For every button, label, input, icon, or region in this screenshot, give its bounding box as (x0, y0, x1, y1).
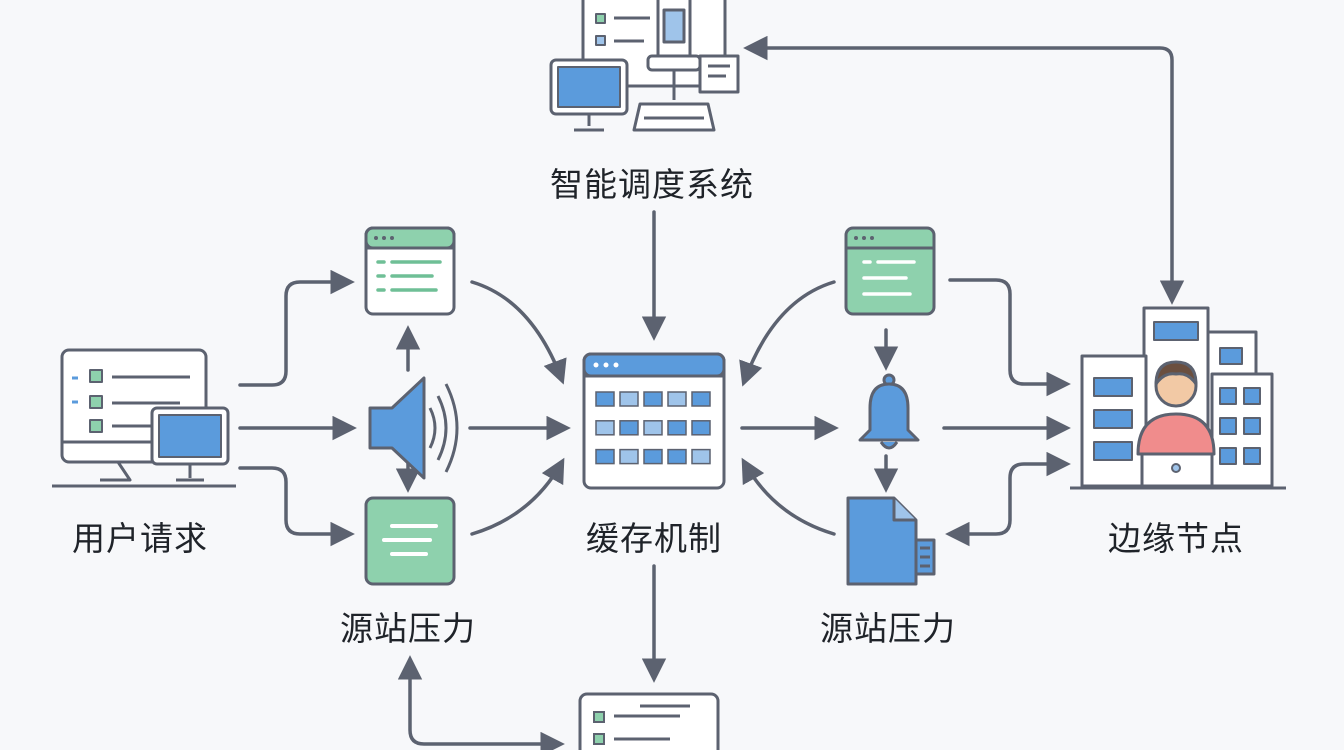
list-document-icon (578, 692, 720, 750)
arrow-top-cache (470, 280, 567, 385)
cache-grid-icon (582, 352, 726, 490)
document-icon (844, 226, 936, 316)
cache-cell (691, 391, 711, 407)
arrow-file-cache (741, 457, 836, 536)
label-origin-left: 源站压力 (340, 609, 476, 648)
arrow-user-top (238, 269, 355, 387)
bell-icon (858, 373, 920, 450)
edge-building-icon (1070, 306, 1286, 490)
cache-cell (619, 391, 639, 407)
cache-cell (595, 391, 615, 407)
cache-cell (619, 448, 639, 465)
cache-cell (691, 420, 711, 436)
arrow-edge-file (945, 451, 1071, 547)
cache-cell (643, 448, 663, 465)
cache-cell (595, 448, 615, 465)
arrow-rightdoc-cache (739, 280, 836, 387)
label-origin-right: 源站压力 (820, 609, 956, 648)
label-cache: 缓存机制 (586, 519, 722, 558)
arrow-origin-bottomdoc (397, 655, 565, 750)
document-icon (364, 226, 456, 316)
cache-cell (691, 448, 711, 465)
connectors (238, 35, 1185, 750)
arrow-rightdoc-edge (948, 278, 1071, 397)
arrow-bottom-cache (470, 457, 565, 536)
cache-cell (667, 448, 687, 465)
speaker-icon (368, 376, 459, 480)
scheduler-workstation-icon (549, 0, 740, 132)
cache-cell (643, 391, 663, 407)
file-icon (846, 496, 936, 586)
cache-cell (667, 391, 687, 407)
user-computer-icon (52, 348, 236, 488)
cache-cell (643, 420, 663, 436)
label-edge-node: 边缘节点 (1108, 519, 1244, 558)
cache-cell (619, 420, 639, 436)
cache-cell (595, 420, 615, 436)
text-panel-icon (364, 496, 456, 586)
arrow-user-bottom (238, 466, 355, 547)
label-scheduler: 智能调度系统 (550, 165, 754, 204)
cache-cell (667, 420, 687, 436)
arrow-edge-scheduler (743, 35, 1185, 305)
label-user-request: 用户请求 (72, 519, 208, 558)
